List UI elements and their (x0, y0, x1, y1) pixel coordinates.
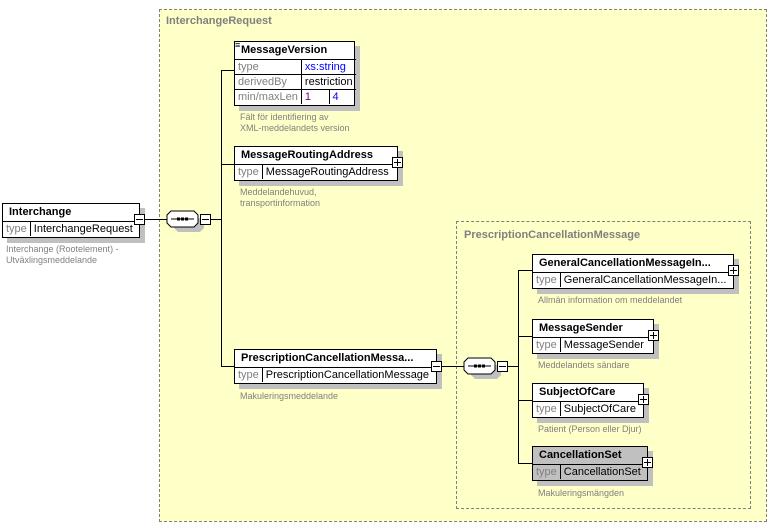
type-label: type (235, 164, 263, 179)
element-name: MessageVersion (241, 44, 328, 56)
expand-toggle[interactable] (642, 457, 653, 468)
element-description: Makuleringsmängden (538, 488, 625, 498)
simple-content-icon: ≡ (235, 40, 241, 50)
connector (518, 400, 532, 401)
connector (518, 270, 532, 271)
description-line: Utväxlingsmeddelande (6, 255, 98, 265)
type-value: CancellationSet (560, 464, 647, 479)
description-line: Interchange (Rootelement) - (6, 244, 119, 254)
element-description: Interchange (Rootelement) - Utväxlingsme… (6, 244, 119, 266)
description-line: Makuleringsmeddelande (240, 391, 339, 401)
attr-value: restriction (301, 74, 356, 90)
connector (518, 336, 532, 337)
element-interchange[interactable]: Interchange type InterchangeRequest (2, 203, 140, 238)
element-name: MessageSender (539, 322, 623, 334)
attr-label: min/maxLen (235, 89, 302, 104)
connector (221, 366, 235, 367)
connector (442, 366, 464, 367)
element-description: Makuleringsmeddelande (240, 391, 338, 402)
connector (221, 70, 235, 71)
type-label: type (533, 272, 561, 287)
min-length-value: 1 (301, 89, 330, 104)
type-label: type (533, 401, 561, 416)
group-title: InterchangeRequest (166, 15, 272, 27)
attr-value: xs:string (301, 59, 356, 75)
type-value: PrescriptionCancellationMessage (262, 367, 436, 382)
attr-label: type (235, 59, 302, 75)
element-description: Patient (Person eller Djur) (538, 424, 642, 434)
description-line: transportinformation (240, 198, 321, 208)
connector (221, 70, 222, 366)
description-line: XML-meddelandets version (240, 123, 350, 133)
type-value: GeneralCancellationMessageIn... (560, 272, 733, 287)
description-line: Meddelandehuvud, (240, 187, 317, 197)
element-prescription-cancellation-message[interactable]: PrescriptionCancellationMessa... type Pr… (234, 349, 437, 384)
element-name: SubjectOfCare (539, 386, 616, 398)
collapse-toggle[interactable] (497, 361, 508, 372)
element-name: CancellationSet (539, 449, 622, 461)
element-cancellation-set[interactable]: CancellationSet type CancellationSet (532, 446, 648, 481)
element-name: PrescriptionCancellationMessa... (241, 352, 414, 364)
element-description: Fält för identifiering av XML-meddelande… (240, 112, 350, 134)
sequence-compositor-icon[interactable] (463, 357, 507, 383)
expand-toggle[interactable] (728, 265, 739, 276)
group-title: PrescriptionCancellationMessage (464, 229, 641, 241)
attr-label: derivedBy (235, 74, 302, 90)
element-general-cancellation-message-info[interactable]: GeneralCancellationMessageIn... type Gen… (532, 254, 734, 289)
expand-toggle[interactable] (392, 157, 403, 168)
connector (518, 270, 519, 464)
element-description: Meddelandehuvud, transportinformation (240, 187, 320, 209)
type-label: type (3, 221, 31, 236)
max-length-value: 4 (329, 89, 356, 104)
description-line: Fält för identifiering av (240, 112, 329, 122)
element-description: Meddelandets sändare (538, 360, 630, 370)
sequence-compositor-icon[interactable] (166, 210, 210, 236)
type-value: SubjectOfCare (560, 401, 643, 416)
element-name: GeneralCancellationMessageIn... (539, 257, 711, 269)
element-message-sender[interactable]: MessageSender type MessageSender (532, 319, 654, 354)
type-label: type (235, 367, 263, 382)
connector (221, 164, 235, 165)
collapse-toggle[interactable] (200, 214, 211, 225)
connector (518, 463, 532, 464)
type-value: MessageRoutingAddress (262, 164, 397, 179)
connector (211, 219, 221, 220)
type-value: InterchangeRequest (30, 221, 139, 236)
element-message-version[interactable]: ≡ MessageVersion type xs:string derivedB… (234, 40, 356, 106)
element-message-routing-address[interactable]: MessageRoutingAddress type MessageRoutin… (234, 146, 398, 181)
type-label: type (533, 464, 561, 479)
type-value: MessageSender (560, 337, 653, 352)
connector (145, 219, 167, 220)
connector (508, 366, 518, 367)
expand-toggle[interactable] (648, 330, 659, 341)
element-description: Allmän information om meddelandet (538, 295, 683, 305)
element-name: MessageRoutingAddress (241, 149, 374, 161)
collapse-toggle[interactable] (134, 214, 145, 225)
expand-toggle[interactable] (638, 394, 649, 405)
element-subject-of-care[interactable]: SubjectOfCare type SubjectOfCare (532, 383, 644, 418)
type-label: type (533, 337, 561, 352)
collapse-toggle[interactable] (431, 361, 442, 372)
element-name: Interchange (9, 206, 72, 218)
